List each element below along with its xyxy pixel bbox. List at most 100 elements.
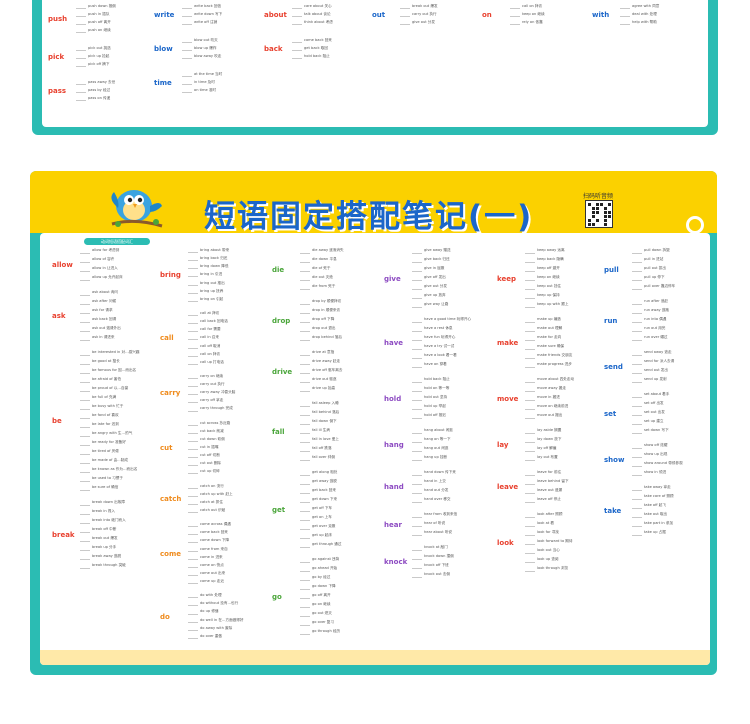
bracket-line [412, 279, 422, 281]
bracket-line [525, 492, 535, 494]
phrase-entry: get on 上车 [312, 515, 332, 519]
bracket-line [300, 606, 310, 608]
phrase-entry: look at 看 [537, 521, 554, 525]
phrase-entry: fall off 跌落 [312, 446, 332, 450]
phrase-entry: make sure 确保 [537, 344, 565, 348]
bracket-line [300, 339, 310, 341]
phrase-entry: call at 拜访 [200, 310, 220, 315]
bird-mascot-icon [111, 190, 163, 228]
phrase-entry: drop by 顺便拜访 [312, 299, 342, 303]
bracket-line [188, 613, 198, 615]
bracket-line [525, 483, 535, 485]
bracket-line [188, 637, 198, 639]
phrase-entry: cut in 插嘴 [200, 445, 219, 449]
bracket-line [412, 549, 422, 551]
bracket-line [188, 440, 198, 442]
phrase-entry: pick off 摘下 [88, 62, 110, 66]
bracket-line [525, 261, 535, 263]
phrase-entry: hand down 传下来 [424, 470, 456, 474]
qr-cell [592, 223, 595, 226]
bracket-line [182, 16, 192, 17]
bracket-line [300, 303, 310, 305]
bracket-line [525, 330, 535, 332]
qr-code-icon[interactable] [585, 200, 613, 228]
bracket-line [300, 381, 310, 383]
phrase-entry: be made of 由…制成 [92, 458, 128, 462]
bracket-line [632, 474, 642, 476]
bracket-line [80, 504, 90, 506]
phrase-entry: cut across 抄近路 [200, 420, 231, 425]
phrase-entry: agree with 同意 [632, 4, 660, 8]
bracket-line [300, 423, 310, 425]
bracket-line [80, 321, 90, 323]
qr-cell [596, 211, 599, 214]
phrase-entry: show in 领进 [644, 470, 667, 474]
bracket-line [188, 558, 198, 560]
phrase-entry: look forward to 期待 [537, 539, 573, 543]
bracket-line [292, 8, 302, 9]
bracket-line [80, 540, 90, 542]
bracket-line [300, 501, 310, 503]
phrase-entry: be good at 擅长 [92, 359, 120, 363]
bracket-line [80, 489, 90, 491]
phrase-entry: give out 分发 [412, 20, 435, 24]
bracket-line [300, 405, 310, 407]
phrase-entry: take away 拿走 [644, 485, 671, 489]
bracket-line [412, 441, 422, 443]
phrase-entry: bring about 带来 [200, 248, 230, 252]
verb-heading: drop [272, 316, 291, 325]
bracket-line [525, 459, 535, 461]
bracket-line [412, 288, 422, 290]
phrase-entry: push down 推倒 [88, 4, 116, 8]
qr-cell [596, 207, 599, 210]
phrase-entry: care about 关心 [304, 4, 332, 8]
bracket-line [80, 363, 90, 365]
phrase-entry: cut off 切断 [200, 453, 220, 458]
bracket-line [188, 495, 198, 497]
verb-heading: run [604, 316, 618, 325]
bracket-line [632, 534, 642, 536]
bracket-line [182, 42, 192, 43]
bracket-line [80, 531, 90, 533]
qr-cell [608, 203, 611, 206]
bracket-line [632, 507, 642, 509]
bracket-line [80, 399, 90, 401]
phrase-entry: hang out 闲逛 [424, 446, 449, 450]
bracket-line [76, 32, 86, 33]
verb-heading: call [160, 334, 174, 343]
phrase-entry: hold on 等一等 [424, 386, 450, 390]
bracket-line [188, 252, 198, 254]
phrase-entry: get through 通过 [312, 542, 342, 546]
phrase-entry: set out 出发 [644, 410, 665, 414]
phrase-entry: keep away 远离 [537, 248, 565, 252]
bracket-line [525, 381, 535, 383]
phrase-entry: think about 考虑 [304, 20, 333, 24]
phrase-entry: leave out 遗漏 [537, 488, 563, 492]
phrase-entry: send away 遣走 [644, 350, 672, 354]
phrase-entry: deal with 处理 [632, 12, 657, 16]
bracket-line [412, 297, 422, 299]
phrase-entry: be late for 迟到 [92, 422, 119, 426]
phrase-entry: help with 帮助 [632, 20, 657, 24]
phrase-entry: look out 当心 [537, 548, 560, 552]
bracket-line [525, 366, 535, 368]
bracket-line [292, 58, 302, 59]
bracket-line [182, 8, 192, 9]
bracket-line [76, 84, 86, 85]
phrase-entry: catch up with 赶上 [200, 491, 233, 496]
phrase-entry: drive up 抬高 [312, 386, 336, 390]
phrase-entry: break down 出故障 [92, 500, 125, 504]
verb-heading: bring [160, 271, 181, 280]
verb-heading: pull [604, 265, 619, 274]
bracket-line [80, 312, 90, 314]
bracket-line [632, 423, 642, 425]
bracket-line [525, 552, 535, 554]
bracket-line [76, 100, 86, 101]
phrase-entry: break through 突破 [92, 563, 126, 567]
phrase-entry: lay off 解雇 [537, 446, 557, 450]
phrase-entry: look through 浏览 [537, 566, 569, 570]
phrase-entry: ask in 请进来 [92, 335, 115, 339]
phrase-entry: fall asleep 入睡 [312, 401, 339, 405]
bracket-line [80, 270, 90, 272]
